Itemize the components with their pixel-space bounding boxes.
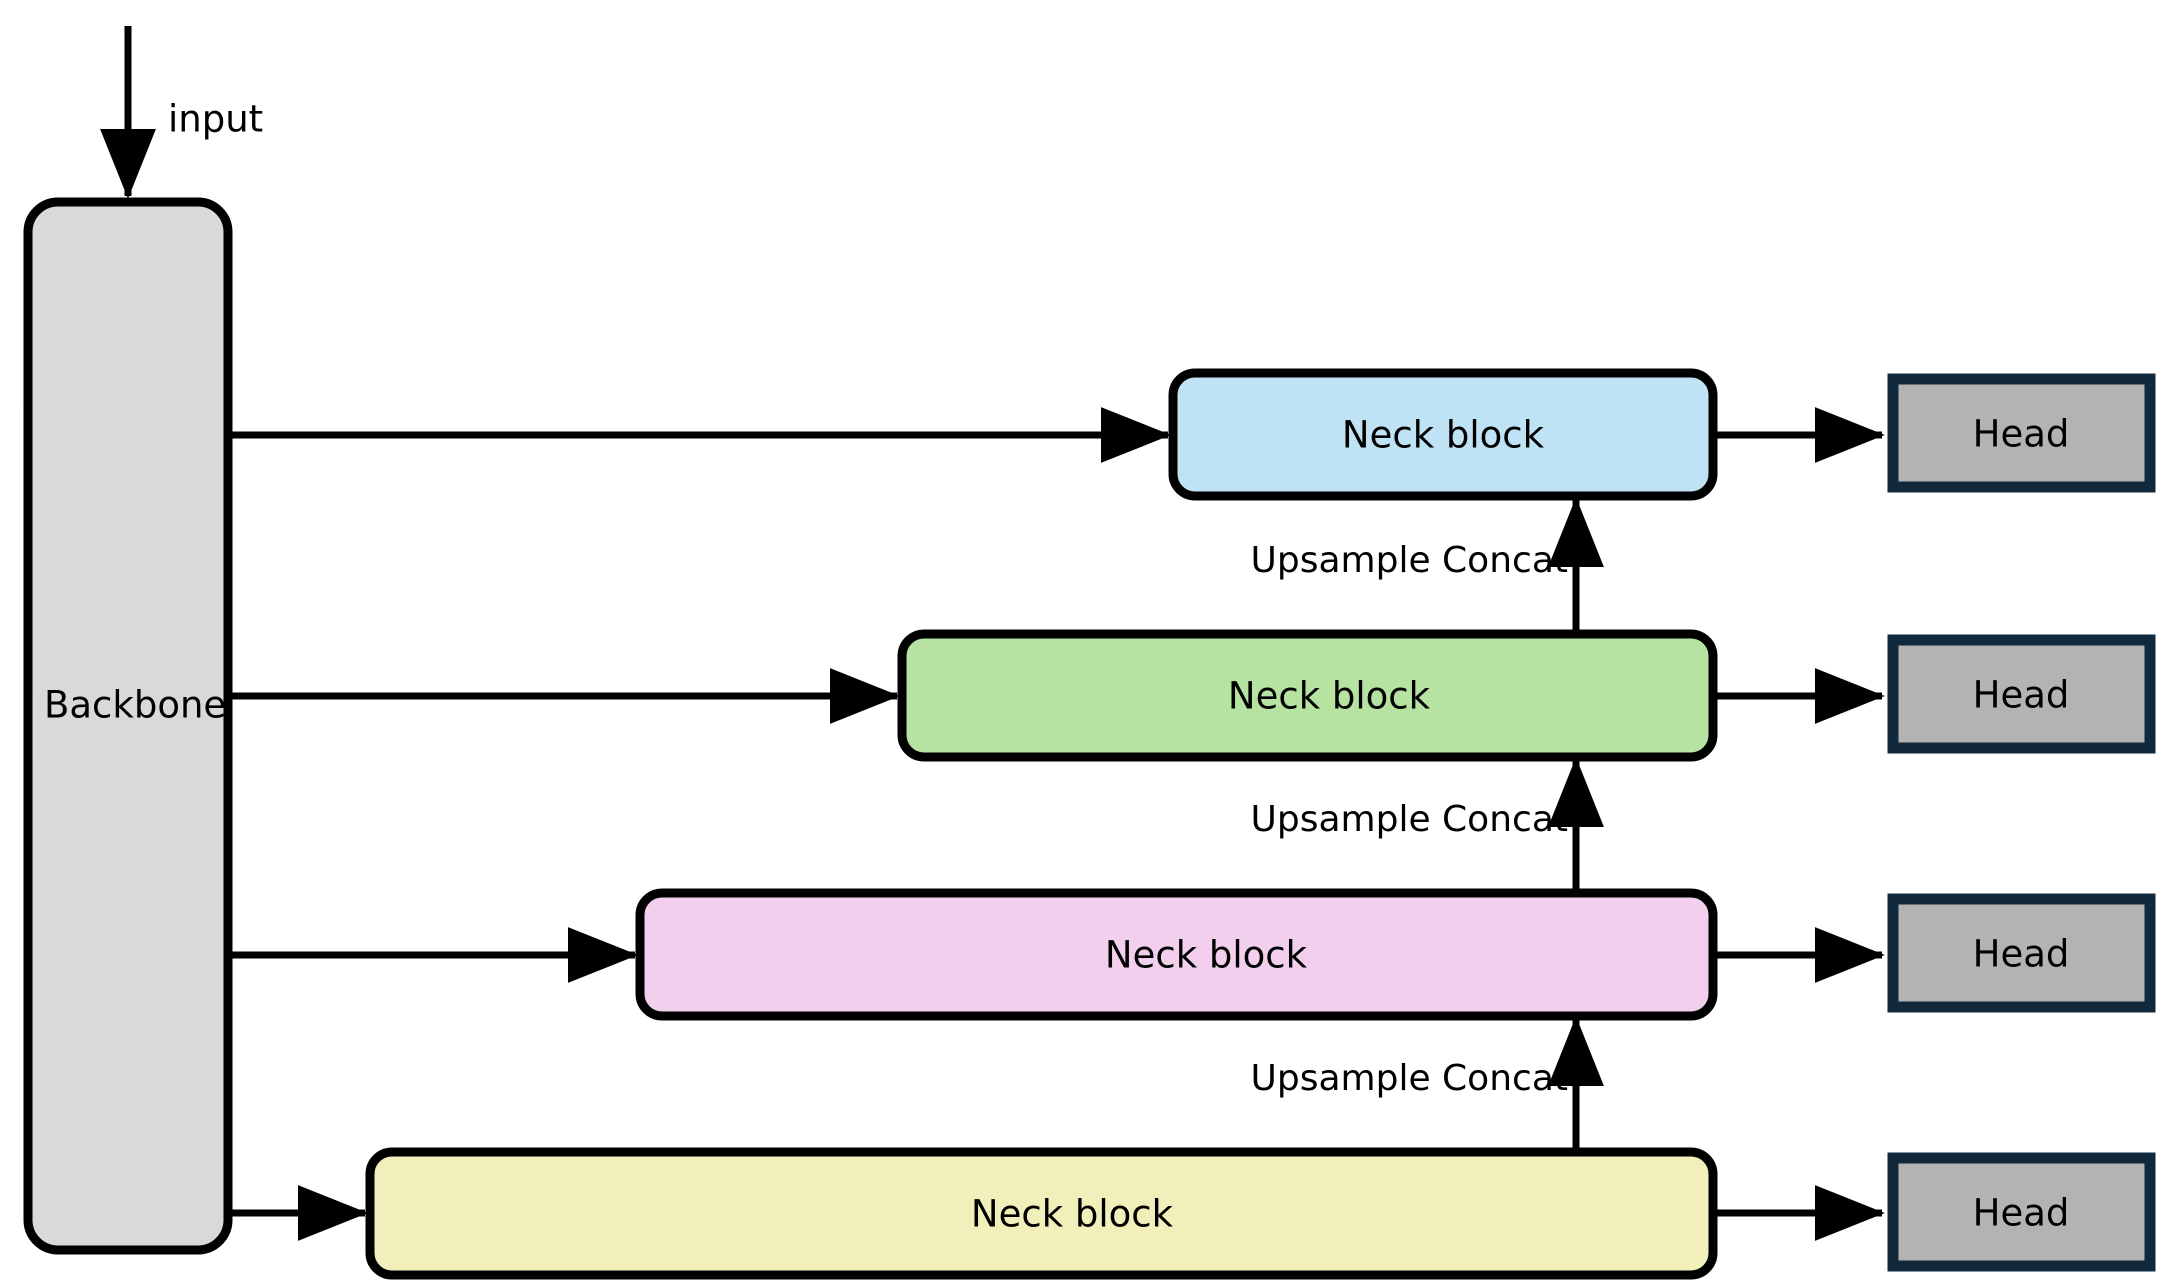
upsample-concat-label-2: Upsample Concat bbox=[1251, 799, 1568, 840]
neck-to-head-arrows bbox=[1713, 407, 1885, 1241]
input-arrow-group: input bbox=[100, 26, 263, 199]
backbone-branch-arrows bbox=[228, 407, 1171, 1241]
head-1-rect[interactable] bbox=[1887, 373, 2156, 493]
input-label: input bbox=[168, 98, 263, 141]
head-2-label: Head bbox=[1973, 674, 2070, 717]
upsample-concat-label-3: Upsample Concat bbox=[1251, 1058, 1568, 1099]
neck-block-4[interactable]: Neck block bbox=[365, 1147, 1718, 1280]
head-2-rect[interactable] bbox=[1887, 634, 2156, 754]
head-4-rect[interactable] bbox=[1887, 1152, 2156, 1272]
head-3-label: Head bbox=[1973, 933, 2070, 976]
head-3-rect[interactable] bbox=[1887, 893, 2156, 1013]
upsample-concat-label-1: Upsample Concat bbox=[1251, 540, 1568, 581]
neck-block-3-label: Neck block bbox=[1105, 934, 1308, 977]
head-1-label: Head bbox=[1973, 413, 2070, 456]
neck-block-1[interactable]: Neck block bbox=[1168, 368, 1718, 501]
neck-block-2-label: Neck block bbox=[1228, 675, 1431, 718]
head-4[interactable]: Head bbox=[1887, 1152, 2156, 1272]
head-1[interactable]: Head bbox=[1887, 373, 2156, 493]
backbone-node[interactable]: Backbone bbox=[23, 197, 233, 1255]
neck-block-2[interactable]: Neck block bbox=[897, 629, 1718, 762]
head-2[interactable]: Head bbox=[1887, 634, 2156, 754]
neck-block-3[interactable]: Neck block bbox=[635, 888, 1718, 1021]
head-3[interactable]: Head bbox=[1887, 893, 2156, 1013]
backbone-label: Backbone bbox=[44, 684, 226, 727]
head-4-label: Head bbox=[1973, 1192, 2070, 1235]
neck-block-1-label: Neck block bbox=[1342, 414, 1545, 457]
upsample-concat-arrows: Upsample Concat Upsample Concat Upsample… bbox=[1251, 497, 1604, 1152]
neck-block-4-label: Neck block bbox=[971, 1193, 1174, 1236]
backbone-rect[interactable] bbox=[23, 197, 233, 1255]
